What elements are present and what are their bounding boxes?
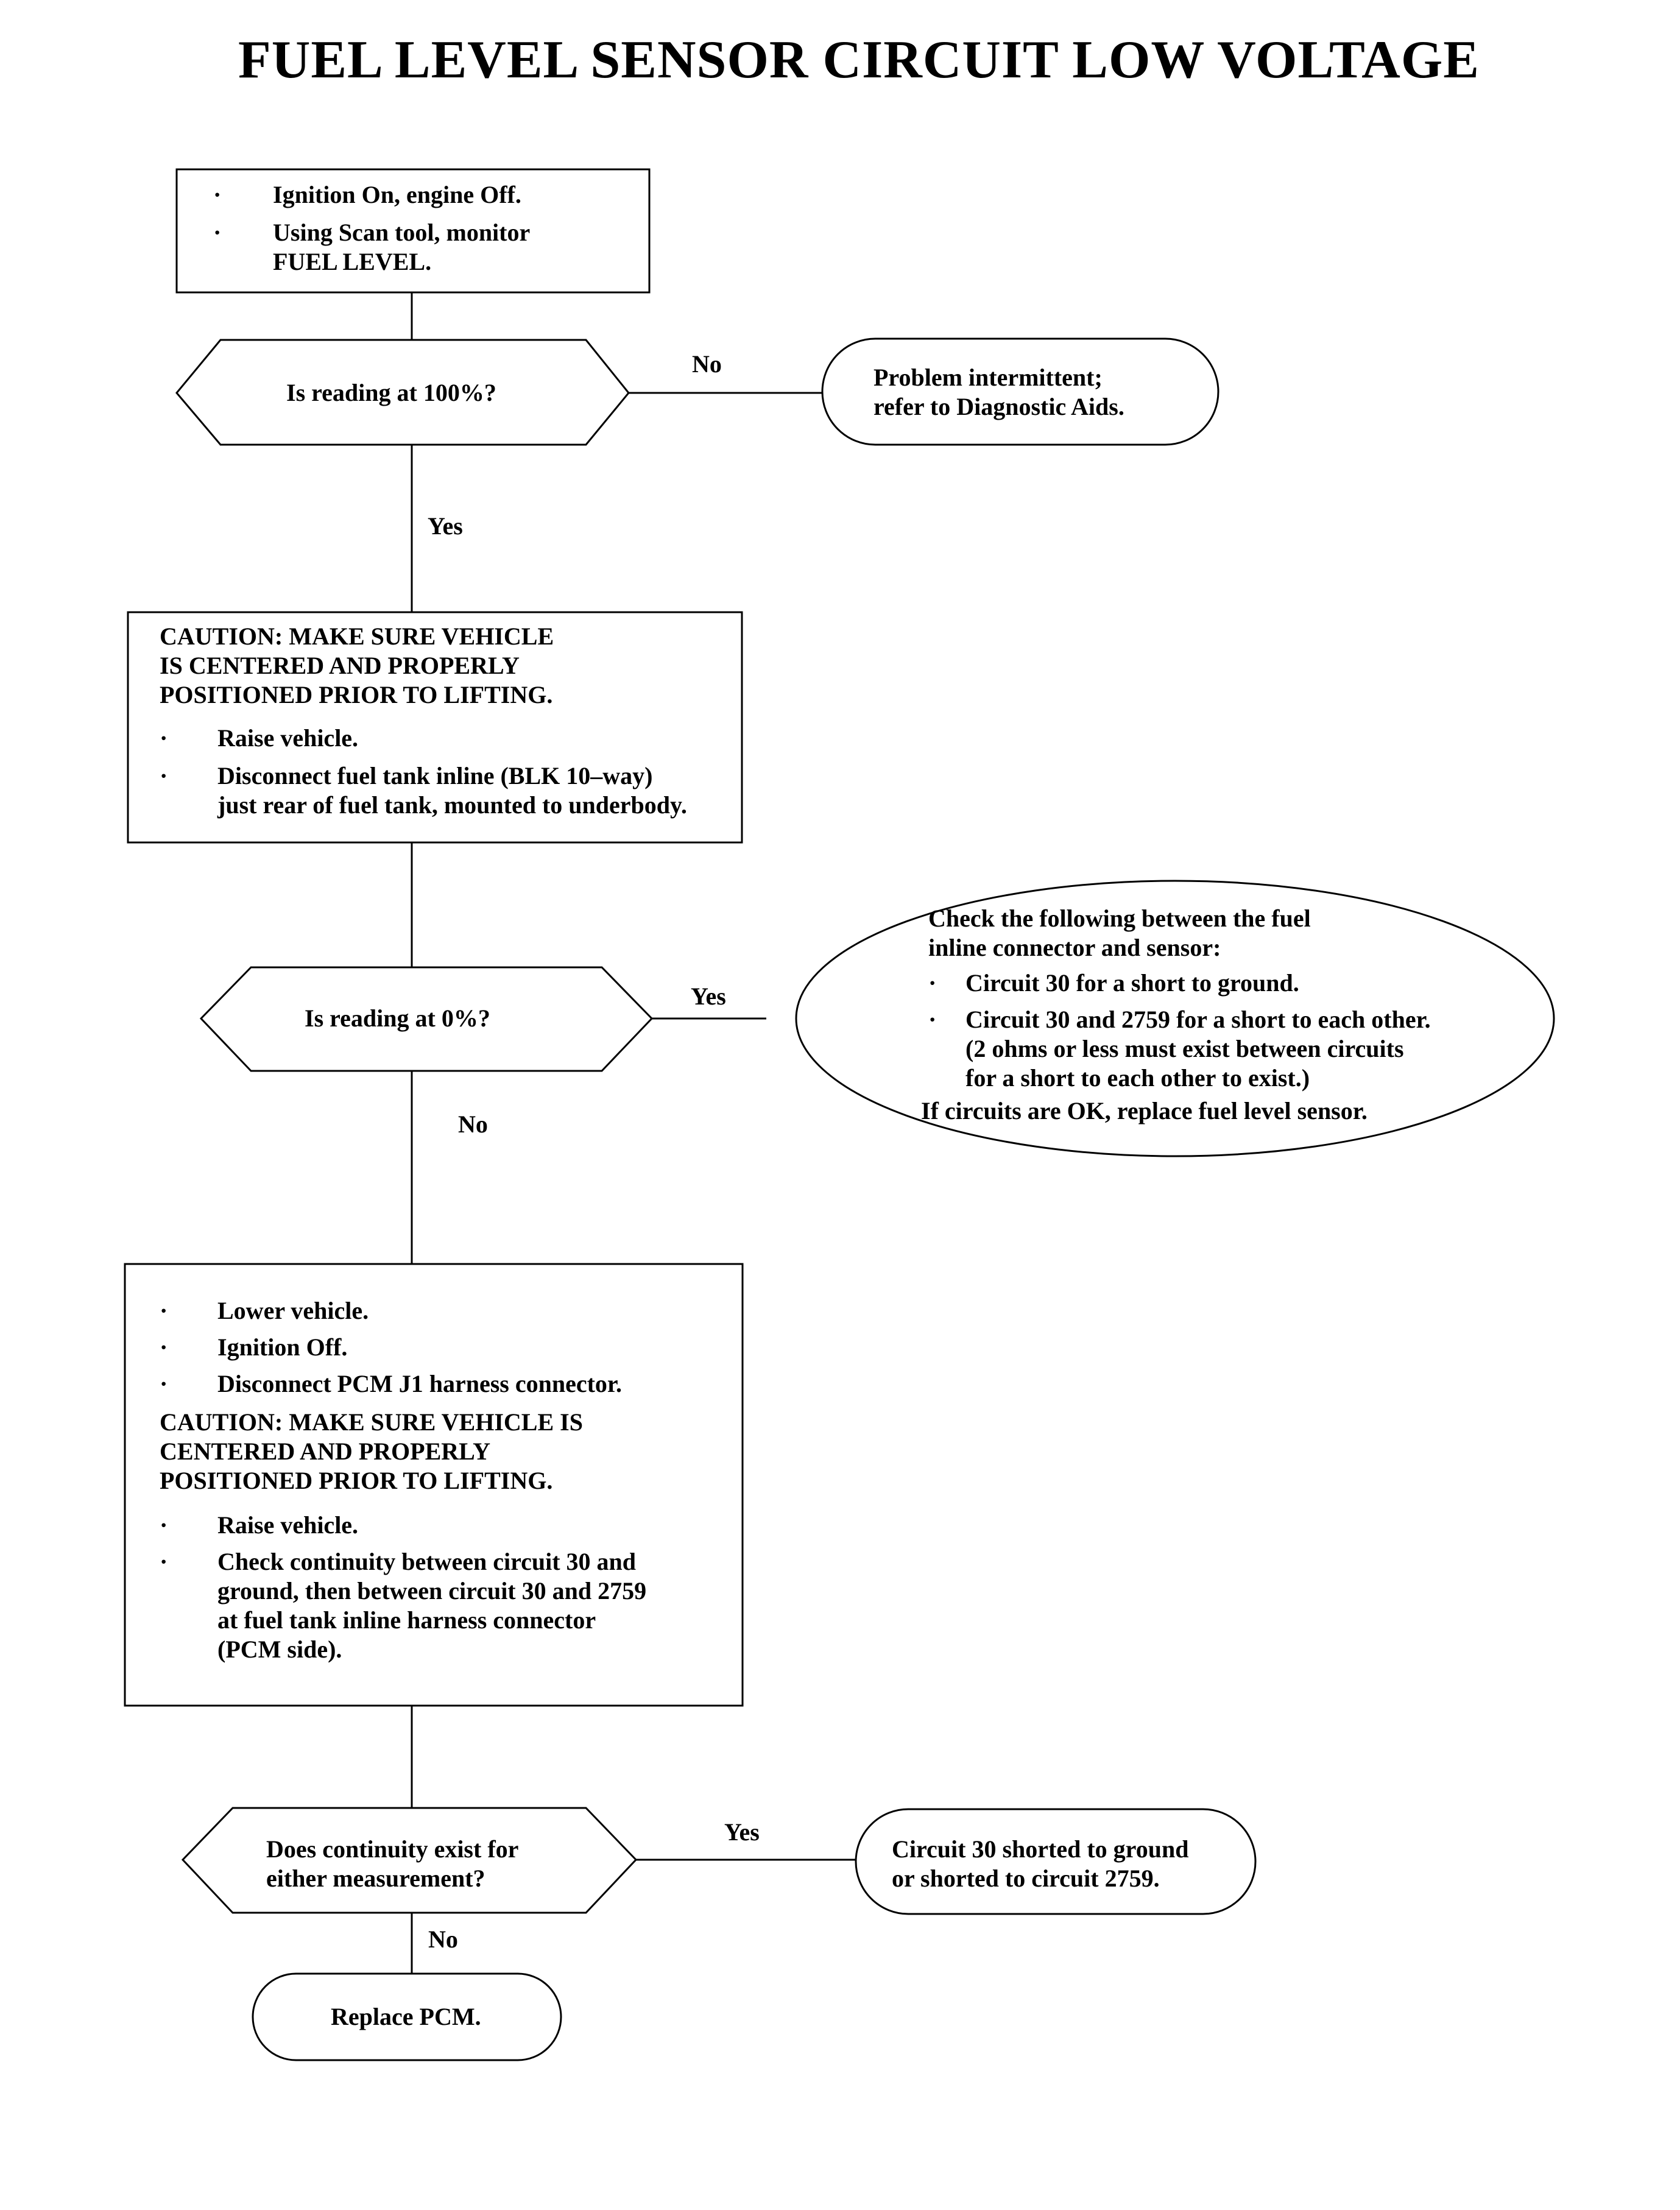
step2-caution-line-3: POSITIONED PRIOR TO LIFTING. xyxy=(160,681,553,708)
bullet-dot: · xyxy=(160,1333,168,1361)
bullet-dot: · xyxy=(928,1006,937,1033)
step1-bullet-ignition: Ignition On, engine Off. xyxy=(273,181,521,208)
terminal2-line-1: Check the following between the fuel xyxy=(928,905,1311,932)
step3-bullet-continuity-cont-1: ground, then between circuit 30 and 2759 xyxy=(217,1577,647,1605)
decision1-yes-label: Yes xyxy=(428,512,463,540)
terminal2-check-ground: Circuit 30 for a short to ground. xyxy=(965,969,1299,997)
terminal4-text: Replace PCM. xyxy=(331,2003,481,2030)
decision1-no-label: No xyxy=(692,350,722,378)
bullet-dot: · xyxy=(160,1370,168,1397)
decision2-yes-label: Yes xyxy=(691,983,726,1010)
step1-box xyxy=(175,168,651,294)
step1-bullet-scan-tool-cont: FUEL LEVEL. xyxy=(273,248,432,275)
decision2-no-label: No xyxy=(458,1110,488,1138)
terminal1-line-2: refer to Diagnostic Aids. xyxy=(874,393,1124,420)
decision3-yes-label: Yes xyxy=(724,1818,760,1846)
step3-bullet-ignition-off: Ignition Off. xyxy=(217,1333,348,1361)
decision1-question: Is reading at 100%? xyxy=(286,379,496,406)
decision3-no-label: No xyxy=(428,1926,458,1953)
step2-caution-line-2: IS CENTERED AND PROPERLY xyxy=(160,652,520,679)
step2-box xyxy=(127,611,743,844)
bullet-dot: · xyxy=(160,762,168,789)
terminal3-line-1: Circuit 30 shorted to ground xyxy=(892,1835,1189,1863)
terminal3-line-2: or shorted to circuit 2759. xyxy=(892,1865,1160,1892)
terminal3-shape xyxy=(855,1808,1257,1915)
terminal2-line-2: inline connector and sensor: xyxy=(928,934,1221,961)
decision2-question: Is reading at 0%? xyxy=(305,1004,490,1032)
terminal2-ohms-note-2: for a short to each other to exist.) xyxy=(965,1064,1310,1092)
step3-bullet-continuity-cont-2: at fuel tank inline harness connector xyxy=(217,1606,596,1634)
terminal2-check-each-other: Circuit 30 and 2759 for a short to each … xyxy=(965,1006,1431,1033)
bullet-dot: · xyxy=(160,1548,168,1575)
terminal2-replace-sensor: If circuits are OK, replace fuel level s… xyxy=(921,1097,1368,1124)
bullet-dot: · xyxy=(160,1511,168,1539)
bullet-dot: · xyxy=(160,1297,168,1324)
step2-caution-line-1: CAUTION: MAKE SURE VEHICLE xyxy=(160,623,554,650)
step2-bullet-raise: Raise vehicle. xyxy=(217,724,359,752)
step3-caution-line-1: CAUTION: MAKE SURE VEHICLE IS xyxy=(160,1408,583,1436)
bullet-dot: · xyxy=(213,181,222,208)
step3-bullet-raise: Raise vehicle. xyxy=(217,1511,359,1539)
step3-caution-line-2: CENTERED AND PROPERLY xyxy=(160,1438,491,1465)
step3-caution-line-3: POSITIONED PRIOR TO LIFTING. xyxy=(160,1467,553,1494)
terminal4-shape xyxy=(252,1972,562,2061)
step2-bullet-disconnect: Disconnect fuel tank inline (BLK 10–way) xyxy=(217,762,653,789)
decision3-question-line-1: Does continuity exist for xyxy=(266,1835,519,1863)
terminal2-shape xyxy=(795,880,1555,1157)
decision3-question-line-2: either measurement? xyxy=(266,1865,485,1892)
step3-box xyxy=(124,1263,744,1707)
step2-bullet-disconnect-cont: just rear of fuel tank, mounted to under… xyxy=(217,791,687,819)
step1-bullet-scan-tool: Using Scan tool, monitor xyxy=(273,219,531,246)
terminal1-shape xyxy=(821,337,1219,446)
terminal2-ohms-note-1: (2 ohms or less must exist between circu… xyxy=(965,1035,1404,1062)
bullet-dot: · xyxy=(213,219,222,246)
step3-bullet-continuity: Check continuity between circuit 30 and xyxy=(217,1548,637,1575)
bullet-dot: · xyxy=(928,969,937,997)
terminal1-line-1: Problem intermittent; xyxy=(874,364,1103,391)
step3-bullet-lower: Lower vehicle. xyxy=(217,1297,369,1324)
step3-bullet-continuity-cont-3: (PCM side). xyxy=(217,1636,342,1663)
bullet-dot: · xyxy=(160,724,168,752)
step3-bullet-disconnect-pcm: Disconnect PCM J1 harness connector. xyxy=(217,1370,623,1397)
page-title: FUEL LEVEL SENSOR CIRCUIT LOW VOLTAGE xyxy=(238,30,1480,90)
